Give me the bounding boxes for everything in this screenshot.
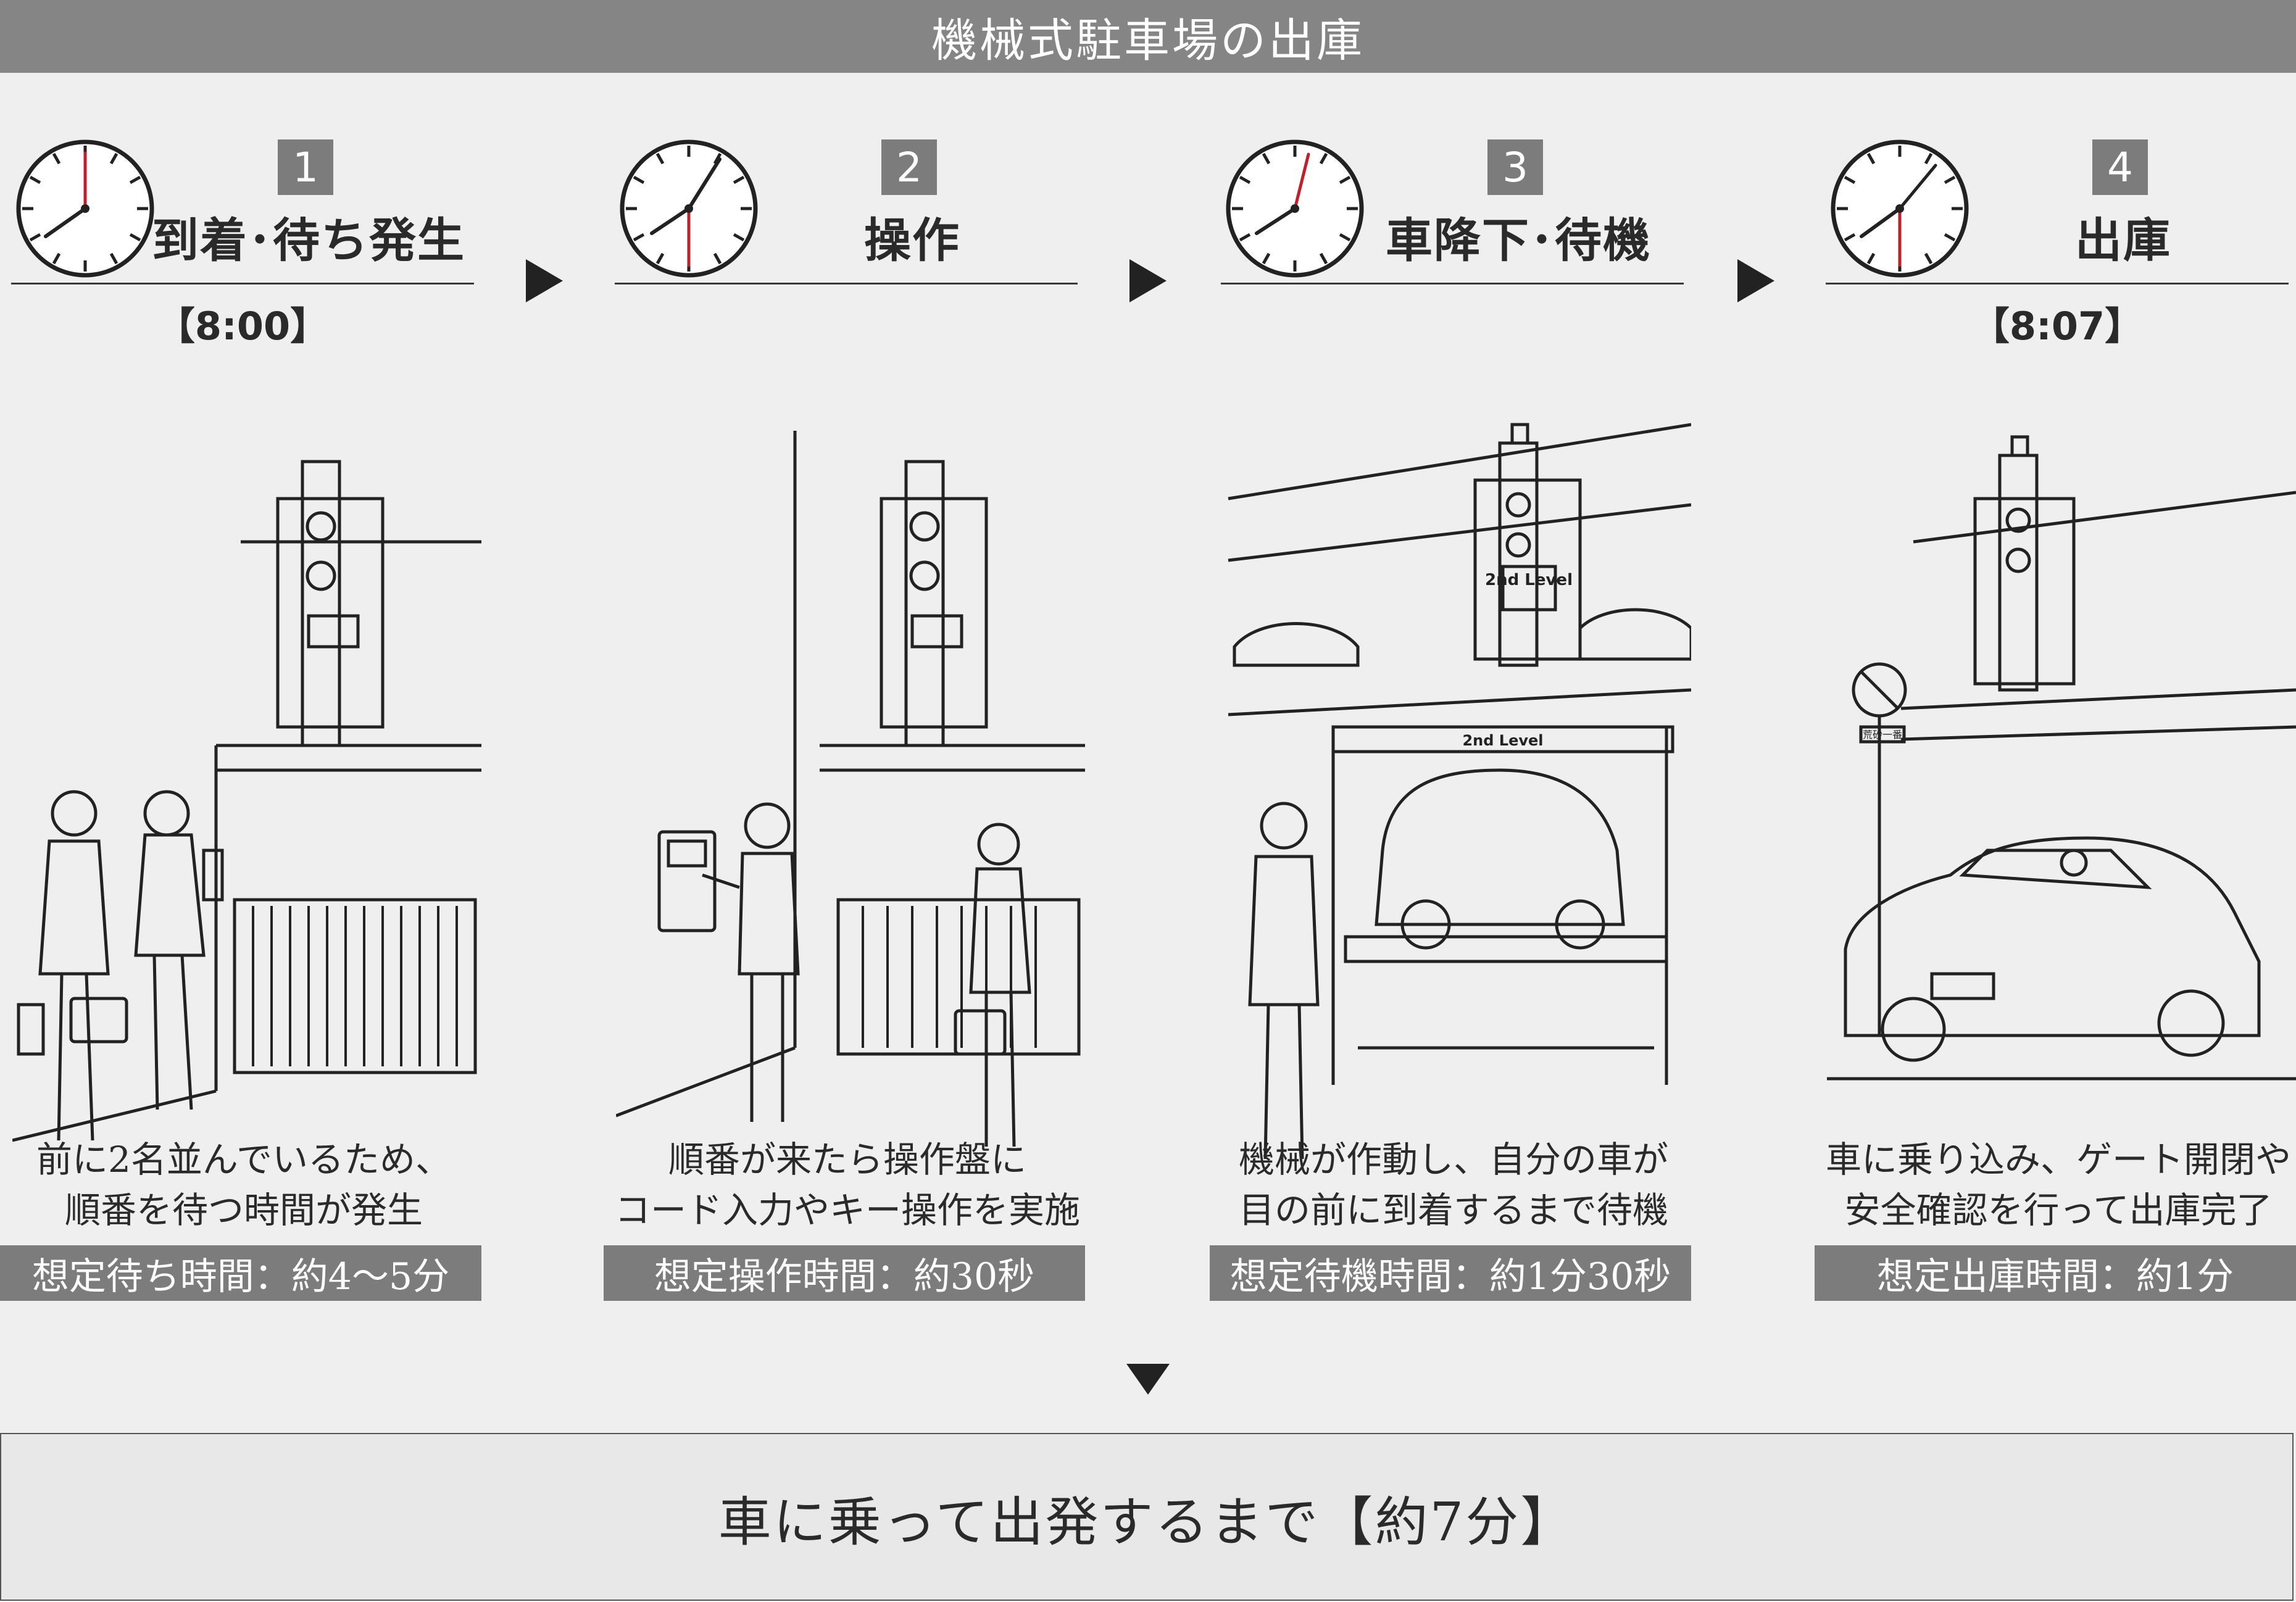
duration-badge: 想定操作時間：約30秒 — [604, 1245, 1085, 1301]
step-title: 車降下･待機 — [1386, 213, 1651, 268]
step-number-badge: 3 — [1487, 139, 1543, 195]
level-label: 2nd Level — [1485, 571, 1573, 589]
step-description: 機械が作動し、自分の車が 目の前に到着するまで待機 — [1238, 1139, 1668, 1231]
step-description: 順番が来たら操作盤に コード入力やキー操作を実施 — [614, 1139, 1080, 1231]
divider — [1221, 283, 1684, 284]
illustration-car-exiting: 荒砂一番 — [1827, 435, 2296, 1081]
clock-icon — [16, 139, 154, 278]
step-description: 車に乗り込み、ゲート開閉や 安全確認を行って出庫完了 — [1825, 1139, 2291, 1231]
step-title: 到着･待ち発生 — [152, 213, 465, 268]
duration-badge: 想定出庫時間：約1分 — [1815, 1245, 2296, 1301]
time-label: 【8:07】 — [1971, 304, 2144, 349]
step-description: 前に2名並んでいるため、 順番を待つ時間が発生 — [36, 1139, 451, 1231]
step-number-badge: 2 — [881, 139, 937, 195]
divider — [11, 283, 474, 284]
divider — [1826, 283, 2289, 284]
illustration-waiting-people — [12, 460, 481, 1142]
level-sign: 2nd Level — [1462, 732, 1543, 749]
arrow-right-icon — [526, 259, 563, 302]
step-number-badge: 4 — [2092, 139, 2148, 195]
step-4: 4 出庫 【8:07】 荒砂一番 車に乗り込み、ゲート開閉や 安全確認を行って出… — [1815, 73, 2296, 1319]
page-title: 機械式駐車場の出庫 — [0, 0, 2296, 73]
arrow-right-icon — [1129, 259, 1167, 302]
duration-badge: 想定待機時間：約1分30秒 — [1210, 1245, 1691, 1301]
clock-icon — [1831, 139, 1969, 278]
step-title: 操作 — [864, 213, 960, 268]
illustration-operating-panel — [616, 431, 1085, 1147]
clock-icon — [1226, 139, 1364, 278]
divider — [615, 283, 1078, 284]
arrow-right-icon — [1737, 259, 1774, 302]
clock-icon — [620, 139, 758, 278]
sign-plate: 荒砂一番 — [1863, 729, 1902, 741]
step-2: 2 操作 順番が来たら操作盤に コード入力やキー操作を実施 — [604, 73, 1091, 1319]
duration-badge: 想定待ち時間：約4〜5分 — [0, 1245, 481, 1301]
step-title: 出庫 — [2075, 213, 2171, 268]
step-number-badge: 1 — [278, 139, 333, 195]
step-1: 1 到着･待ち発生 【8:00】 前に2名並ん — [0, 73, 488, 1319]
total-time-summary: 車に乗って出発するまで【約7分】 — [0, 1433, 2294, 1601]
time-label: 【8:00】 — [156, 304, 329, 349]
arrow-down-icon — [1126, 1364, 1170, 1395]
illustration-car-lowering: 2nd Level 2nd Level — [1228, 423, 1691, 1160]
step-3: 3 車降下･待機 2nd Level 2nd Level 機械が作動し、自分の車… — [1210, 73, 1697, 1319]
